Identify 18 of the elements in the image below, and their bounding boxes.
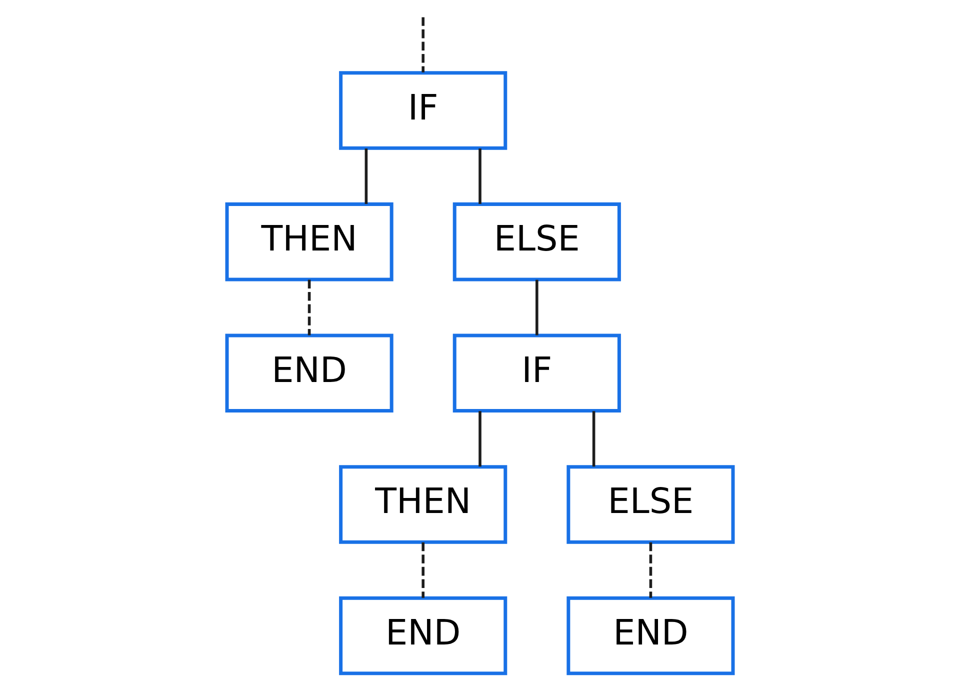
connector	[308, 280, 311, 336]
node-box: THEN	[339, 465, 508, 544]
node-box: THEN	[225, 202, 394, 282]
node-box: END	[225, 334, 394, 413]
node-box: ELSE	[566, 465, 735, 544]
connector	[422, 542, 424, 598]
connector	[649, 542, 652, 598]
connector	[422, 17, 424, 72]
connector	[478, 411, 482, 467]
connector	[478, 148, 482, 204]
connector	[592, 411, 596, 467]
connector	[536, 280, 538, 336]
node-box: IF	[452, 334, 621, 413]
node-box: END	[566, 596, 735, 676]
node-box: IF	[339, 71, 508, 150]
node-box: END	[339, 596, 508, 676]
connector	[364, 148, 368, 204]
node-box: ELSE	[452, 202, 621, 282]
